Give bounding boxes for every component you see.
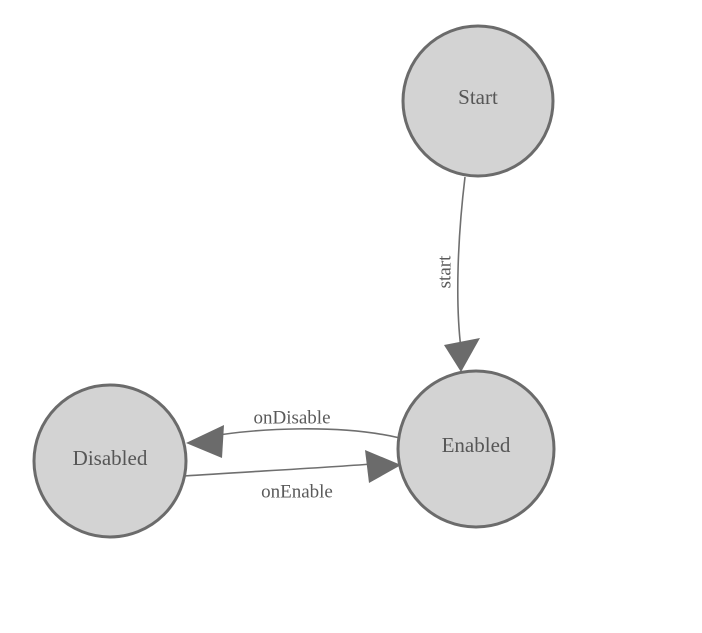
edge-enabled-to-disabled-path (205, 428, 401, 439)
edge-label-on-enable: onEnable (261, 481, 333, 502)
node-enabled-circle (396, 369, 556, 529)
node-enabled-label: Enabled (442, 433, 511, 457)
node-disabled-label: Disabled (73, 446, 148, 470)
node-disabled[interactable]: Disabled (32, 383, 188, 539)
edge-start-to-enabled-path (456, 176, 466, 350)
node-disabled-circle (32, 383, 188, 539)
arrowhead-into-disabled (186, 425, 224, 458)
edge-enabled-to-disabled[interactable]: onDisable (186, 407, 401, 458)
arrowhead-into-enabled-side (365, 450, 401, 483)
edge-label-on-disable: onDisable (253, 407, 330, 428)
arrowhead-into-enabled-top (444, 338, 480, 372)
node-start-circle (401, 24, 555, 178)
node-start-label: Start (458, 85, 498, 109)
edge-disabled-to-enabled[interactable]: onEnable (183, 450, 401, 502)
node-start[interactable]: Start (401, 24, 555, 178)
edge-start-to-enabled[interactable]: start (434, 176, 480, 372)
edge-disabled-to-enabled-path (183, 463, 373, 477)
node-enabled[interactable]: Enabled (396, 369, 556, 529)
edge-label-start: start (434, 255, 455, 288)
